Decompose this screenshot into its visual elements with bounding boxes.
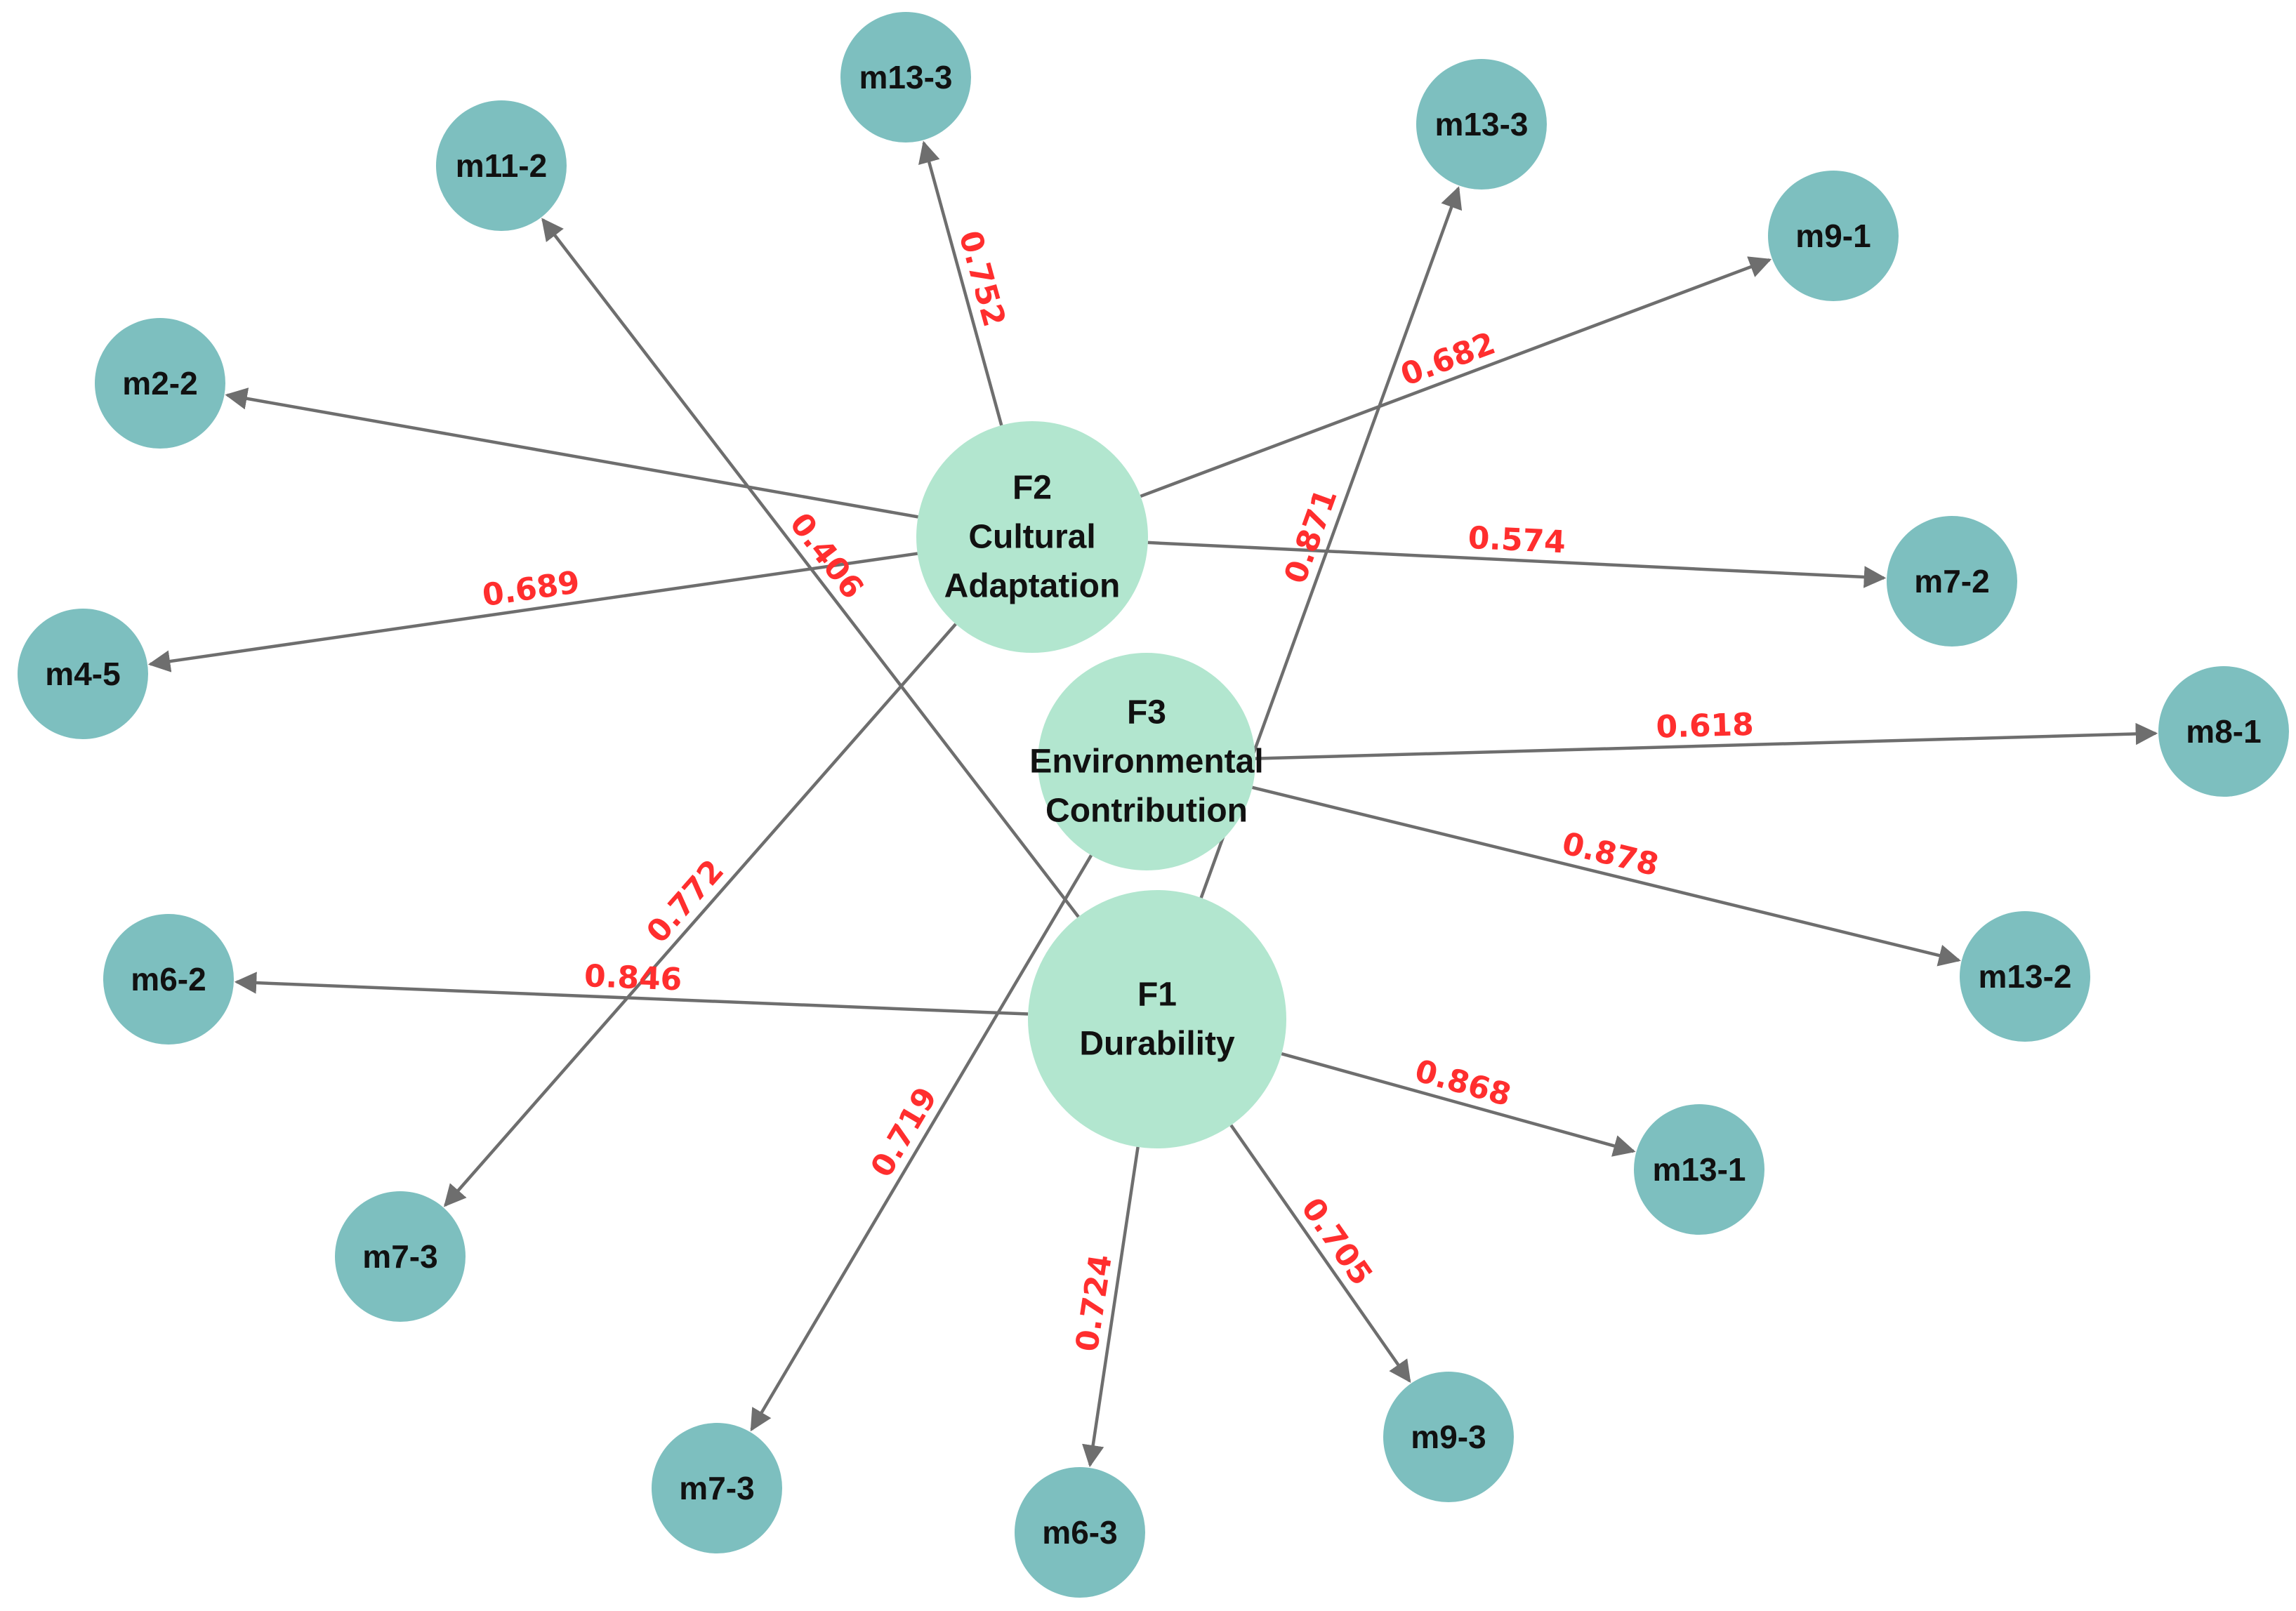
item-node-label: m7-2 [1914,563,1989,599]
edge-f1-m13-1 [1281,1052,1636,1157]
edge-f1-m11-2 [541,218,1080,918]
item-node-circle [1634,1104,1764,1235]
factor-node-label-line: F3 [1127,694,1166,731]
item-node-circle [103,914,234,1045]
item-node-circle [1960,911,2090,1042]
item-node-label: m11-2 [456,147,547,184]
item-node-label: m2-2 [122,365,197,402]
edge-f1-m6-3 [1082,1146,1140,1468]
item-node-label: m13-2 [1979,958,2072,995]
item-node-label: m9-1 [1795,218,1871,254]
edge-f2-m7-2 [1147,541,1887,588]
item-node-circle [436,100,567,231]
item-node: m13-2 [1960,911,2090,1042]
factor-node-label-line: Durability [1079,1026,1235,1063]
item-node-circle [1383,1372,1514,1502]
edge-f3-m7-3-bottom [750,854,1093,1432]
item-node-circle [1416,59,1547,190]
item-node-circle [95,318,225,449]
item-node-label: m8-1 [2186,713,2261,750]
item-node: m7-3 [335,1191,466,1322]
item-node: m6-3 [1015,1467,1145,1598]
item-node-circle [652,1423,782,1553]
edges-layer [147,140,2158,1468]
loading-label: 0.871 [1277,484,1344,588]
item-node: m4-5 [18,609,148,739]
item-node-label: m4-5 [45,656,120,692]
factor-node-label-line: Environmental [1029,743,1263,781]
item-node: m8-1 [2158,666,2289,797]
factor-node-label-line: Cultural [968,519,1095,556]
loading-label: 0.618 [1656,707,1755,745]
item-node: m2-2 [95,318,225,449]
loading-label: 0.772 [640,853,731,950]
factor-node-label-line: Adaptation [944,568,1121,605]
item-node-label: m7-3 [362,1238,437,1275]
item-node-label: m13-3 [1435,106,1529,142]
item-node-label: m9-3 [1411,1419,1486,1455]
edge-f2-m9-1 [1140,256,1772,498]
item-node-label: m13-1 [1653,1151,1746,1188]
item-node-label: m7-3 [679,1470,754,1506]
edge-f1-m6-2 [234,972,1029,1016]
item-node: m11-2 [436,100,567,231]
factor-node-circle [1028,890,1286,1148]
factor-node-circle [1038,653,1255,870]
factor-node-label-line: Contribution [1045,793,1248,830]
item-node-label: m6-2 [131,961,206,997]
item-node-label: m6-3 [1042,1514,1117,1551]
factor-node-label-line: F2 [1012,470,1052,507]
loading-label: 0.724 [1069,1252,1119,1354]
nodes-layer: m13-3 m11-2 m13-3 m9-1 m2-2 m7-2 m4-5 m8-1 m13-2… [18,12,2289,1598]
loading-label: 0.719 [864,1081,944,1184]
loading-label: 0.574 [1467,520,1567,561]
item-node: m6-2 [103,914,234,1045]
edge-f1-m9-3 [1229,1124,1411,1384]
loading-label: 0.846 [583,958,682,998]
item-node-circle [1768,171,1899,301]
edge-f3-m8-1 [1255,722,2158,760]
item-node: m13-1 [1634,1104,1764,1235]
edge-f2-m7-3-left [443,623,957,1207]
item-node: m9-1 [1768,171,1899,301]
item-node-circle [335,1191,466,1322]
item-node-circle [840,12,971,142]
factor-node-label-line: F1 [1137,976,1177,1014]
item-node: m7-3 [652,1423,782,1553]
factor-node-circle [916,421,1148,653]
item-node: m7-2 [1887,516,2017,647]
item-node-label: m13-3 [859,59,953,95]
loading-label: 0.682 [1396,326,1500,394]
edge-f2-m13-3-top [918,140,1003,426]
edge-f3-m13-2 [1252,785,1961,967]
item-node-circle [1015,1467,1145,1598]
item-node: m9-3 [1383,1372,1514,1502]
item-node-circle [1887,516,2017,647]
item-node: m13-3 [1416,59,1547,190]
item-node-circle [18,609,148,739]
edge-f2-m4-5 [147,552,918,672]
loading-label: 0.689 [480,564,582,614]
item-node-circle [2158,666,2289,797]
item-node: m13-3 [840,12,971,142]
edge-f2-m2-2 [225,387,918,519]
